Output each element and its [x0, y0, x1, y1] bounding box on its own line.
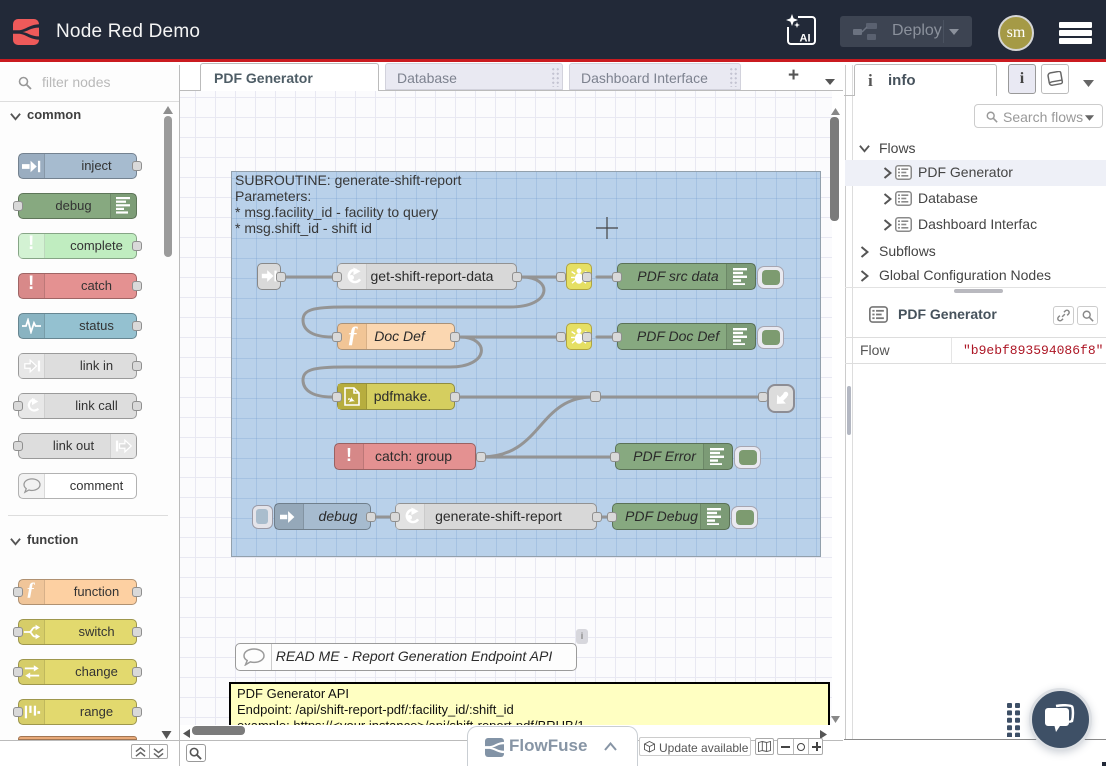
svg-text:AI: AI	[800, 33, 811, 45]
